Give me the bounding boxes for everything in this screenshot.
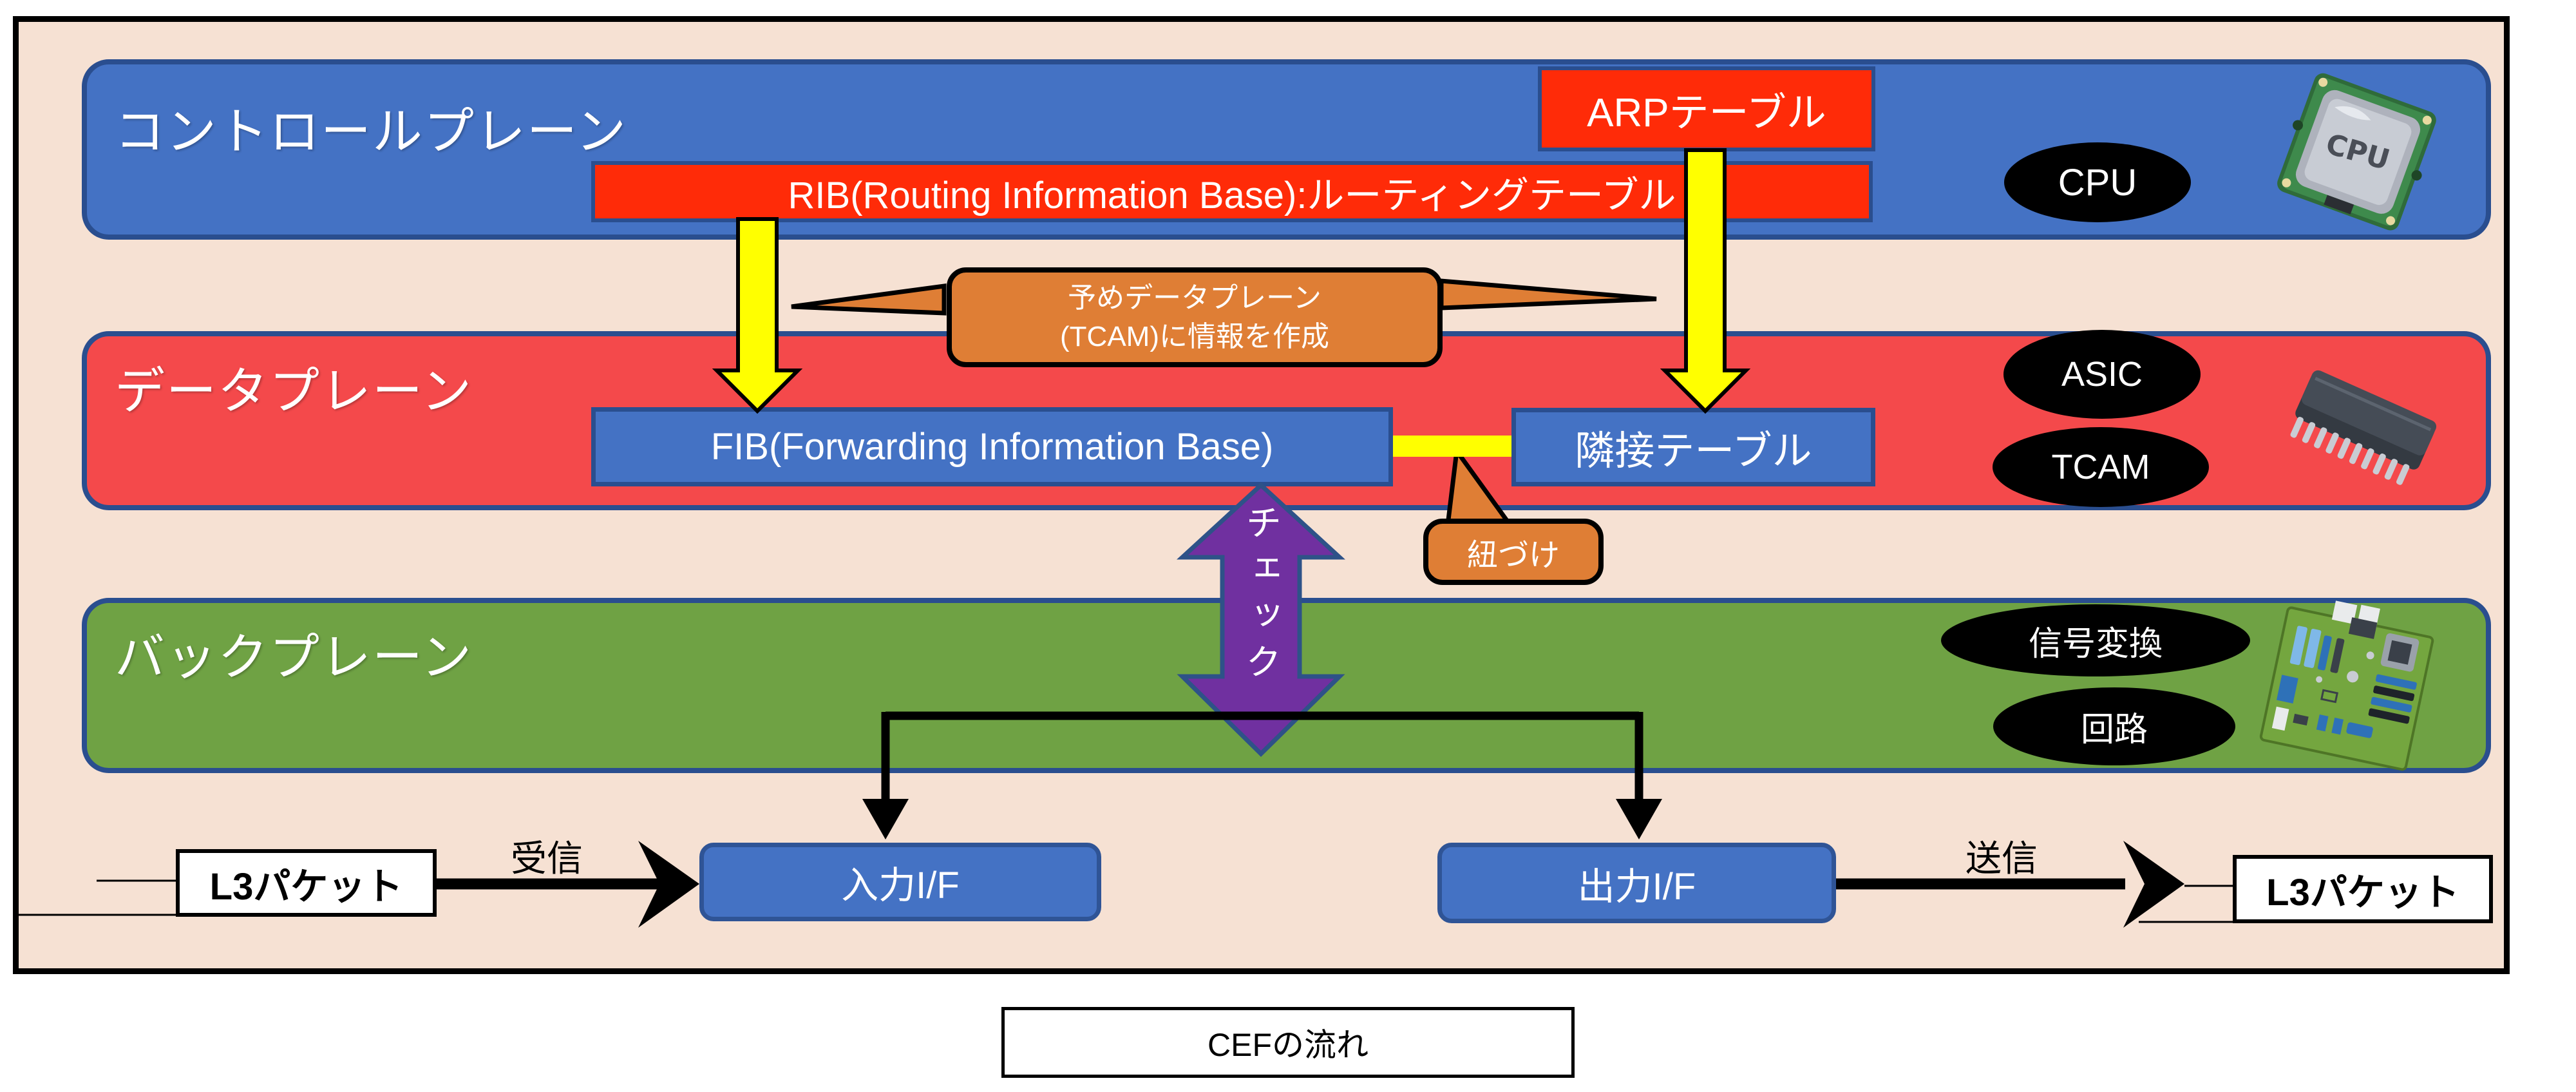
data-plane-label: データプレーン xyxy=(115,363,473,419)
arp-table-box: ARPテーブル xyxy=(1538,66,1875,151)
l3-packet-left-box: L3パケット xyxy=(176,849,437,917)
adjacency-table-box: 隣接テーブル xyxy=(1511,408,1875,486)
link-note-label: 紐づけ xyxy=(1466,538,1560,573)
input-if-box: 入力I/F xyxy=(699,843,1101,921)
ic-chip-icon xyxy=(2290,370,2437,485)
l3-packet-right-box: L3パケット xyxy=(2233,855,2493,923)
tcam-note-callout: 予めデータプレーン (TCAM)に情報を作成 xyxy=(947,267,1443,367)
link-note-callout: 紐づけ xyxy=(1423,519,1604,585)
diagram-caption: CEFの流れ xyxy=(1001,1007,1575,1078)
receive-label: 受信 xyxy=(511,838,583,879)
cpu-chip-icon: CPU xyxy=(2277,73,2436,231)
fib-box: FIB(Forwarding Information Base) xyxy=(591,407,1393,486)
tcam-note-line1: 予めデータプレーン xyxy=(1068,282,1321,314)
asic-ellipse: ASIC xyxy=(2003,330,2201,419)
check-label: チェック xyxy=(1240,504,1282,689)
signal-conversion-ellipse: 信号変換 xyxy=(1941,604,2250,676)
backplane-label: バックプレーン xyxy=(115,629,473,685)
circuit-ellipse: 回路 xyxy=(1993,687,2235,765)
output-if-box: 出力I/F xyxy=(1437,843,1836,923)
motherboard-icon xyxy=(2259,600,2434,771)
send-label: 送信 xyxy=(1965,838,2038,879)
control-plane-label: コントロールプレーン xyxy=(115,103,628,160)
rib-box: RIB(Routing Information Base):ルーティングテーブル xyxy=(591,161,1873,222)
tcam-note-line2: (TCAM)に情報を作成 xyxy=(1060,320,1329,352)
cpu-ellipse: CPU xyxy=(2004,142,2191,222)
tcam-ellipse: TCAM xyxy=(1993,427,2209,507)
